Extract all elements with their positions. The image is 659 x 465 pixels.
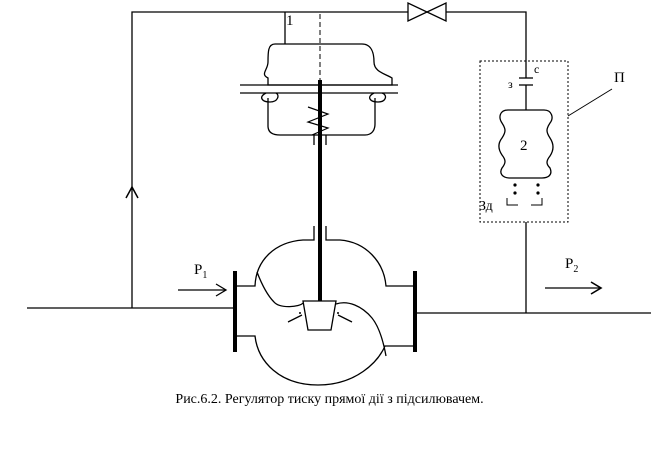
figure-caption: Рис.6.2. Регулятор тиску прямої дії з пі… <box>175 392 484 407</box>
label-setter: Зд <box>479 199 493 214</box>
labels: 1 2 П с з Зд Р1 Р2 <box>194 13 625 281</box>
amplifier-bellows <box>498 109 554 179</box>
pipeline <box>27 281 651 314</box>
label-p1: Р1 <box>194 262 207 281</box>
shutoff-valve <box>407 1 447 23</box>
label-flapper: з <box>508 77 513 91</box>
valve-body <box>233 226 417 386</box>
label-amplifier-box: П <box>614 70 625 86</box>
guide-bushing <box>313 135 327 145</box>
label-amplifier-bellows: 2 <box>520 138 528 154</box>
setter <box>506 183 543 206</box>
label-p2: Р2 <box>565 256 578 275</box>
label-nozzle: с <box>534 62 539 76</box>
label-servomotor: 1 <box>286 13 294 29</box>
valve-plug <box>287 300 353 331</box>
amplifier-box <box>479 60 613 223</box>
impulse-line <box>125 11 527 308</box>
